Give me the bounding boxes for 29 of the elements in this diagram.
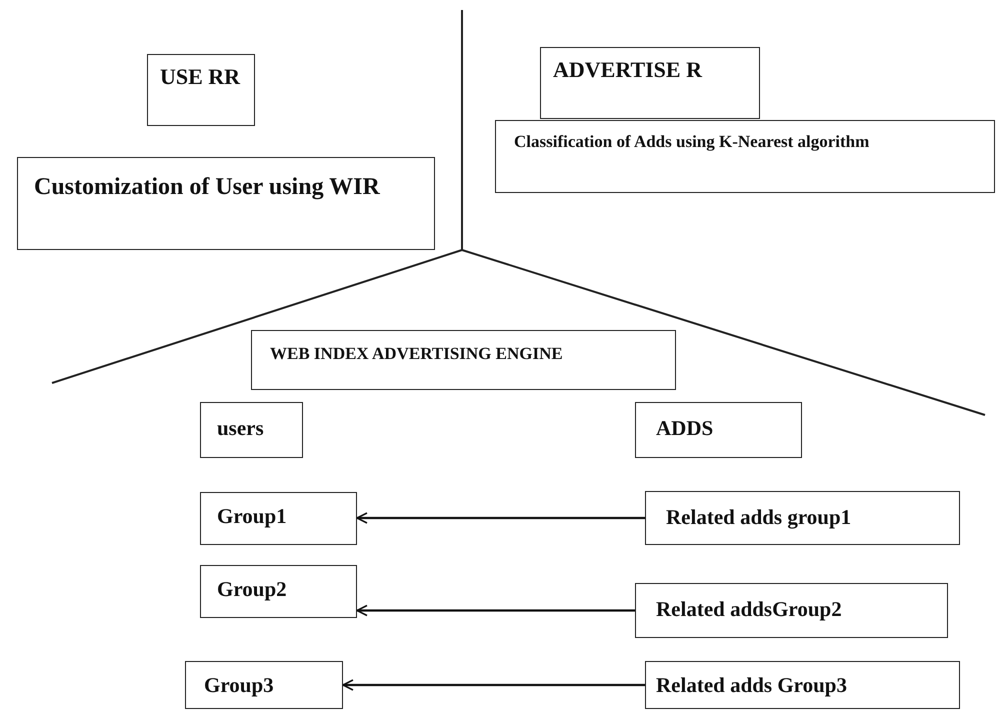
box-label: Customization of User using WIR — [34, 173, 381, 202]
box-label: ADVERTISE R — [553, 56, 704, 84]
box-label: Group1 — [217, 503, 288, 530]
text-box — [540, 47, 760, 119]
box-label: Group2 — [217, 576, 288, 602]
text-box — [200, 492, 357, 545]
text-box — [645, 491, 960, 545]
box-label: Related addsGroup2 — [656, 596, 843, 622]
text-box — [495, 120, 995, 193]
arrow — [356, 512, 645, 524]
text-box — [251, 330, 676, 390]
box-label: Group3 — [204, 672, 275, 698]
box-label: Related adds group1 — [666, 504, 852, 530]
arrow — [342, 679, 645, 691]
text-box — [200, 402, 303, 458]
text-box — [17, 157, 435, 250]
arrow — [356, 604, 635, 616]
text-box — [635, 402, 802, 458]
text-box — [645, 661, 960, 710]
text-box — [185, 661, 343, 710]
box-label: users — [217, 415, 265, 442]
text-box — [635, 583, 948, 638]
box-label: ADDS — [656, 415, 714, 442]
box-label: USE RR — [160, 63, 242, 90]
box-label: WEB INDEX ADVERTISING ENGINE — [270, 343, 564, 364]
text-box — [147, 54, 255, 126]
text-box — [200, 565, 357, 618]
box-label: Related adds Group3 — [656, 672, 848, 698]
box-label: Classification of Adds using K-Nearest algorithm — [514, 131, 870, 152]
